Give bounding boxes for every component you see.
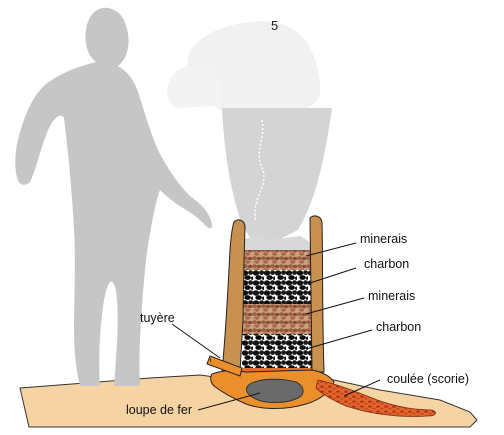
charcoal-layer-top (242, 270, 312, 304)
label-charcoal-top: charbon (364, 257, 409, 271)
iron-bloom (247, 379, 304, 402)
ore-layer-top (242, 250, 312, 270)
label-iron-bloom: loupe de fer (126, 403, 192, 417)
label-ore-top: minerais (360, 232, 407, 246)
furnace-wall-left (222, 220, 245, 372)
figure-number: 5 (271, 18, 278, 33)
smoke-plume (167, 21, 332, 250)
furnace-charge (238, 250, 316, 382)
ore-layer-middle (242, 304, 312, 334)
label-charcoal-middle: charbon (376, 320, 421, 334)
label-ore-middle: minerais (368, 289, 415, 303)
furnace-wall-right (310, 216, 324, 372)
charcoal-layer-bottom (242, 334, 312, 370)
label-tuyere: tuyère (140, 311, 175, 325)
label-slag-flow: coulée (scorie) (387, 372, 469, 386)
human-silhouette (15, 8, 212, 386)
